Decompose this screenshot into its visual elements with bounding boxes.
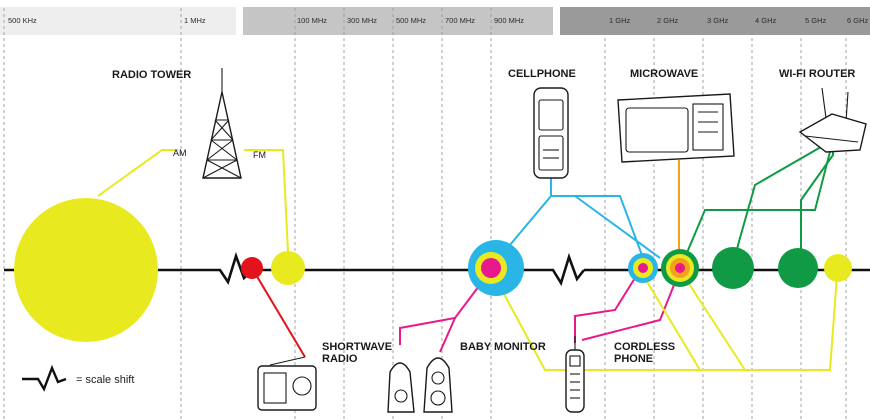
band-label: 300 MHz: [347, 16, 377, 25]
am-link: [97, 149, 178, 197]
scale-shift-break: [540, 252, 586, 287]
shortwave-label: SHORTWAVE: [322, 341, 392, 353]
band-label: 100 MHz: [297, 16, 327, 25]
band-label: 6 GHz: [847, 16, 869, 25]
fm-link: [244, 149, 289, 253]
yellow-bus: [679, 269, 746, 371]
shortwave-radio-icon: [257, 356, 317, 411]
scale-shift-icon: [22, 364, 67, 392]
shortwave-link: [251, 267, 306, 358]
cordless-link: [574, 269, 641, 343]
am-band-circle: [14, 198, 158, 342]
band-ghz: [560, 7, 870, 35]
wifi-band-circle: [712, 247, 754, 289]
shortwave-label: RADIO: [322, 353, 358, 365]
wifi-band-circle: [778, 248, 818, 288]
cordless-label: PHONE: [614, 353, 653, 365]
fm-label: FM: [253, 150, 266, 160]
cordless-label: CORDLESS: [614, 341, 675, 353]
cordless-link: [581, 269, 681, 341]
band-label: 2 GHz: [657, 16, 679, 25]
scale-shift-legend-text: = scale shift: [76, 374, 134, 386]
fm-band-circle: [271, 251, 305, 285]
band-khz: [0, 7, 236, 35]
baby-monitor-label: BABY MONITOR: [460, 341, 546, 353]
radio-tower-label: RADIO TOWER: [112, 69, 191, 81]
yellow-bus: [490, 269, 838, 371]
band-label: 4 GHz: [755, 16, 777, 25]
wifi-router-label: WI-FI ROUTER: [779, 68, 855, 80]
shortwave-circle: [241, 257, 263, 279]
wifi-5ghz-circle: [824, 254, 852, 282]
wifi-router-icon: [798, 87, 867, 153]
microwave-icon: [617, 93, 735, 163]
band-label: 900 MHz: [494, 16, 524, 25]
band-label: 3 GHz: [707, 16, 729, 25]
baby-monitor-circle-inner: [481, 258, 501, 278]
baby-monitor-icon: [387, 357, 453, 413]
band-label: 500 KHz: [8, 16, 37, 25]
cordless-phone-icon: [565, 336, 585, 413]
frequency-gridlines: [3, 8, 847, 419]
cordless-circle-inner: [638, 263, 648, 273]
band-label: 500 MHz: [396, 16, 426, 25]
baby-monitor-link: [399, 269, 492, 345]
yellow-bus: [639, 269, 701, 371]
scale-shift-legend: = scale shift: [22, 364, 134, 392]
cellphone-icon: [533, 87, 569, 179]
am-label: AM: [173, 148, 187, 158]
signal-circles: [14, 198, 852, 342]
cellphone-link: [551, 195, 644, 259]
cellphone-link: [574, 195, 661, 259]
connector-lines: [97, 139, 838, 371]
microwave-label: MICROWAVE: [630, 68, 698, 80]
band-label: 1 MHz: [184, 16, 206, 25]
cellphone-label: CELLPHONE: [508, 68, 576, 80]
microwave-circle-inner: [675, 263, 685, 273]
wifi-link: [685, 139, 834, 256]
band-label: 1 GHz: [609, 16, 631, 25]
band-label: 5 GHz: [805, 16, 827, 25]
frequency-band-strip: 500 KHz 1 MHz 100 MHz 300 MHz 500 MHz 70…: [0, 7, 870, 35]
radio-tower-icon: [202, 68, 242, 179]
band-label: 700 MHz: [445, 16, 475, 25]
baby-monitor-link: [439, 317, 456, 353]
